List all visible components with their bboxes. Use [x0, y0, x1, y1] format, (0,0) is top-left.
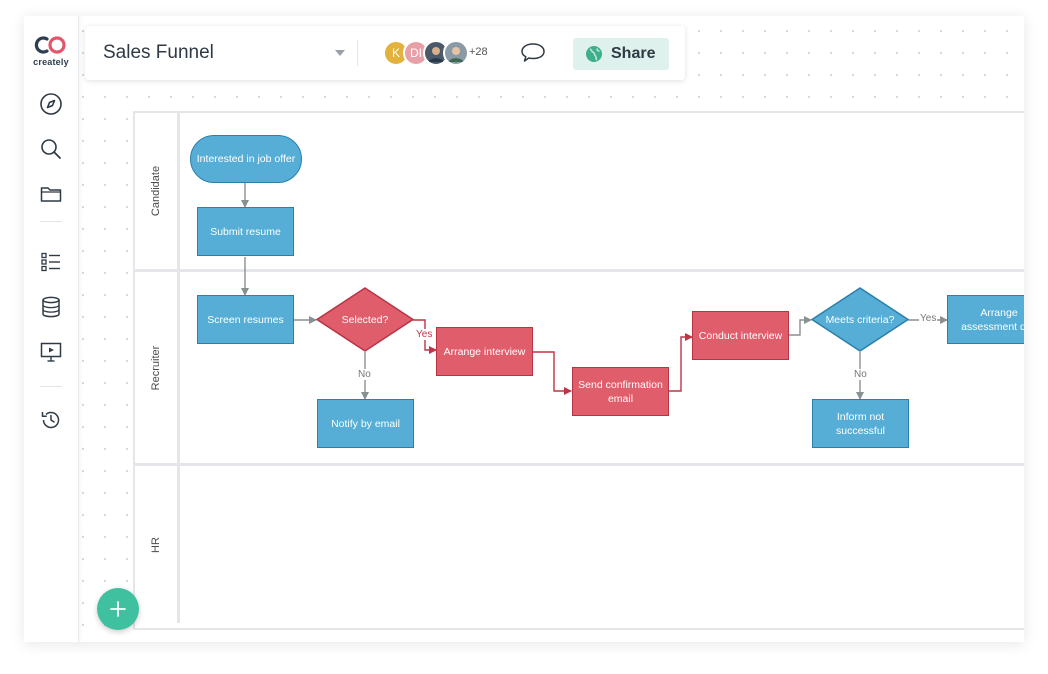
decision-meets-criteria[interactable]: Meets criteria? [811, 287, 909, 352]
connector-arrow [533, 351, 572, 395]
node-label: Conduct interview [698, 329, 783, 342]
user-photo-icon [429, 47, 443, 62]
swimlane-hr[interactable]: HR [135, 466, 1024, 623]
swimlane-header: HR [135, 466, 180, 623]
decision-diamond-shape [811, 287, 909, 352]
flowchart-canvas: Interested in job offer Submit resume Sc… [133, 111, 1024, 626]
toolbar-divider [40, 386, 62, 387]
app-window: creately Sales Funnel K [24, 16, 1024, 642]
swimlane-header: Recruiter [135, 272, 180, 463]
avatar-initial: DI [410, 46, 422, 60]
globe-icon [586, 46, 602, 62]
process-submit-resume[interactable]: Submit resume [197, 207, 294, 256]
swimlane-candidate[interactable]: Candidate [135, 113, 1024, 272]
process-inform-not-successful[interactable]: Inform not successful [812, 399, 909, 448]
node-label: Inform not successful [835, 410, 886, 437]
decision-selected[interactable]: Selected? [316, 287, 414, 352]
database-icon[interactable] [38, 294, 64, 320]
node-label: Submit resume [210, 225, 281, 238]
terminal-interested-in-job-offer[interactable]: Interested in job offer [190, 135, 302, 183]
share-button[interactable]: Share [573, 38, 669, 70]
edge-label-yes: Yes [919, 313, 938, 324]
process-notify-by-email[interactable]: Notify by email [317, 399, 414, 448]
toolbar-divider [40, 221, 62, 222]
connector-arrow [669, 333, 693, 392]
avatar-initial: K [391, 46, 400, 60]
process-screen-resumes[interactable]: Screen resumes [197, 295, 294, 344]
document-header: Sales Funnel K DI +28 Share [85, 26, 685, 80]
share-label: Share [611, 45, 656, 62]
process-arrange-assessment-day[interactable]: Arrange assessment day [947, 295, 1024, 344]
left-toolbar: creately [24, 16, 79, 642]
node-label: Notify by email [331, 417, 400, 430]
node-label: Screen resumes [207, 313, 284, 326]
search-icon[interactable] [38, 136, 64, 162]
decision-diamond-shape [316, 287, 414, 352]
comment-icon[interactable] [519, 41, 547, 65]
edge-label-no: No [357, 369, 372, 380]
collaborator-avatar[interactable] [443, 40, 469, 66]
node-label: Interested in job offer [196, 153, 296, 165]
add-shape-button[interactable] [97, 588, 139, 630]
collaborator-more-count[interactable]: +28 [469, 46, 488, 58]
user-photo-icon [449, 47, 463, 62]
node-label: Arrange assessment day [961, 306, 1024, 333]
node-label: Selected? [341, 313, 389, 326]
header-divider [357, 40, 358, 66]
folder-icon[interactable] [38, 181, 64, 207]
process-conduct-interview[interactable]: Conduct interview [692, 311, 789, 360]
document-title[interactable]: Sales Funnel [103, 42, 214, 63]
node-label: Send confirmation email [578, 378, 663, 405]
task-list-icon[interactable] [38, 249, 64, 275]
presentation-icon[interactable] [38, 339, 64, 365]
title-dropdown-icon[interactable] [335, 50, 345, 56]
node-label: Arrange interview [443, 345, 526, 358]
edge-label-yes: Yes [415, 329, 434, 340]
history-icon[interactable] [38, 407, 64, 433]
creately-logo-icon [34, 36, 66, 54]
node-label: Meets criteria? [825, 313, 895, 326]
plus-icon [110, 601, 126, 617]
logo-text: creately [33, 57, 69, 67]
swimlane-header: Candidate [135, 113, 180, 269]
swimlane-recruiter[interactable]: Recruiter [135, 272, 1024, 466]
process-send-confirmation-email[interactable]: Send confirmation email [572, 367, 669, 416]
process-arrange-interview[interactable]: Arrange interview [436, 327, 533, 376]
explore-compass-icon[interactable] [38, 91, 64, 117]
creately-logo[interactable]: creately [29, 34, 73, 67]
connector-arrow [789, 316, 812, 336]
edge-label-no: No [853, 369, 868, 380]
